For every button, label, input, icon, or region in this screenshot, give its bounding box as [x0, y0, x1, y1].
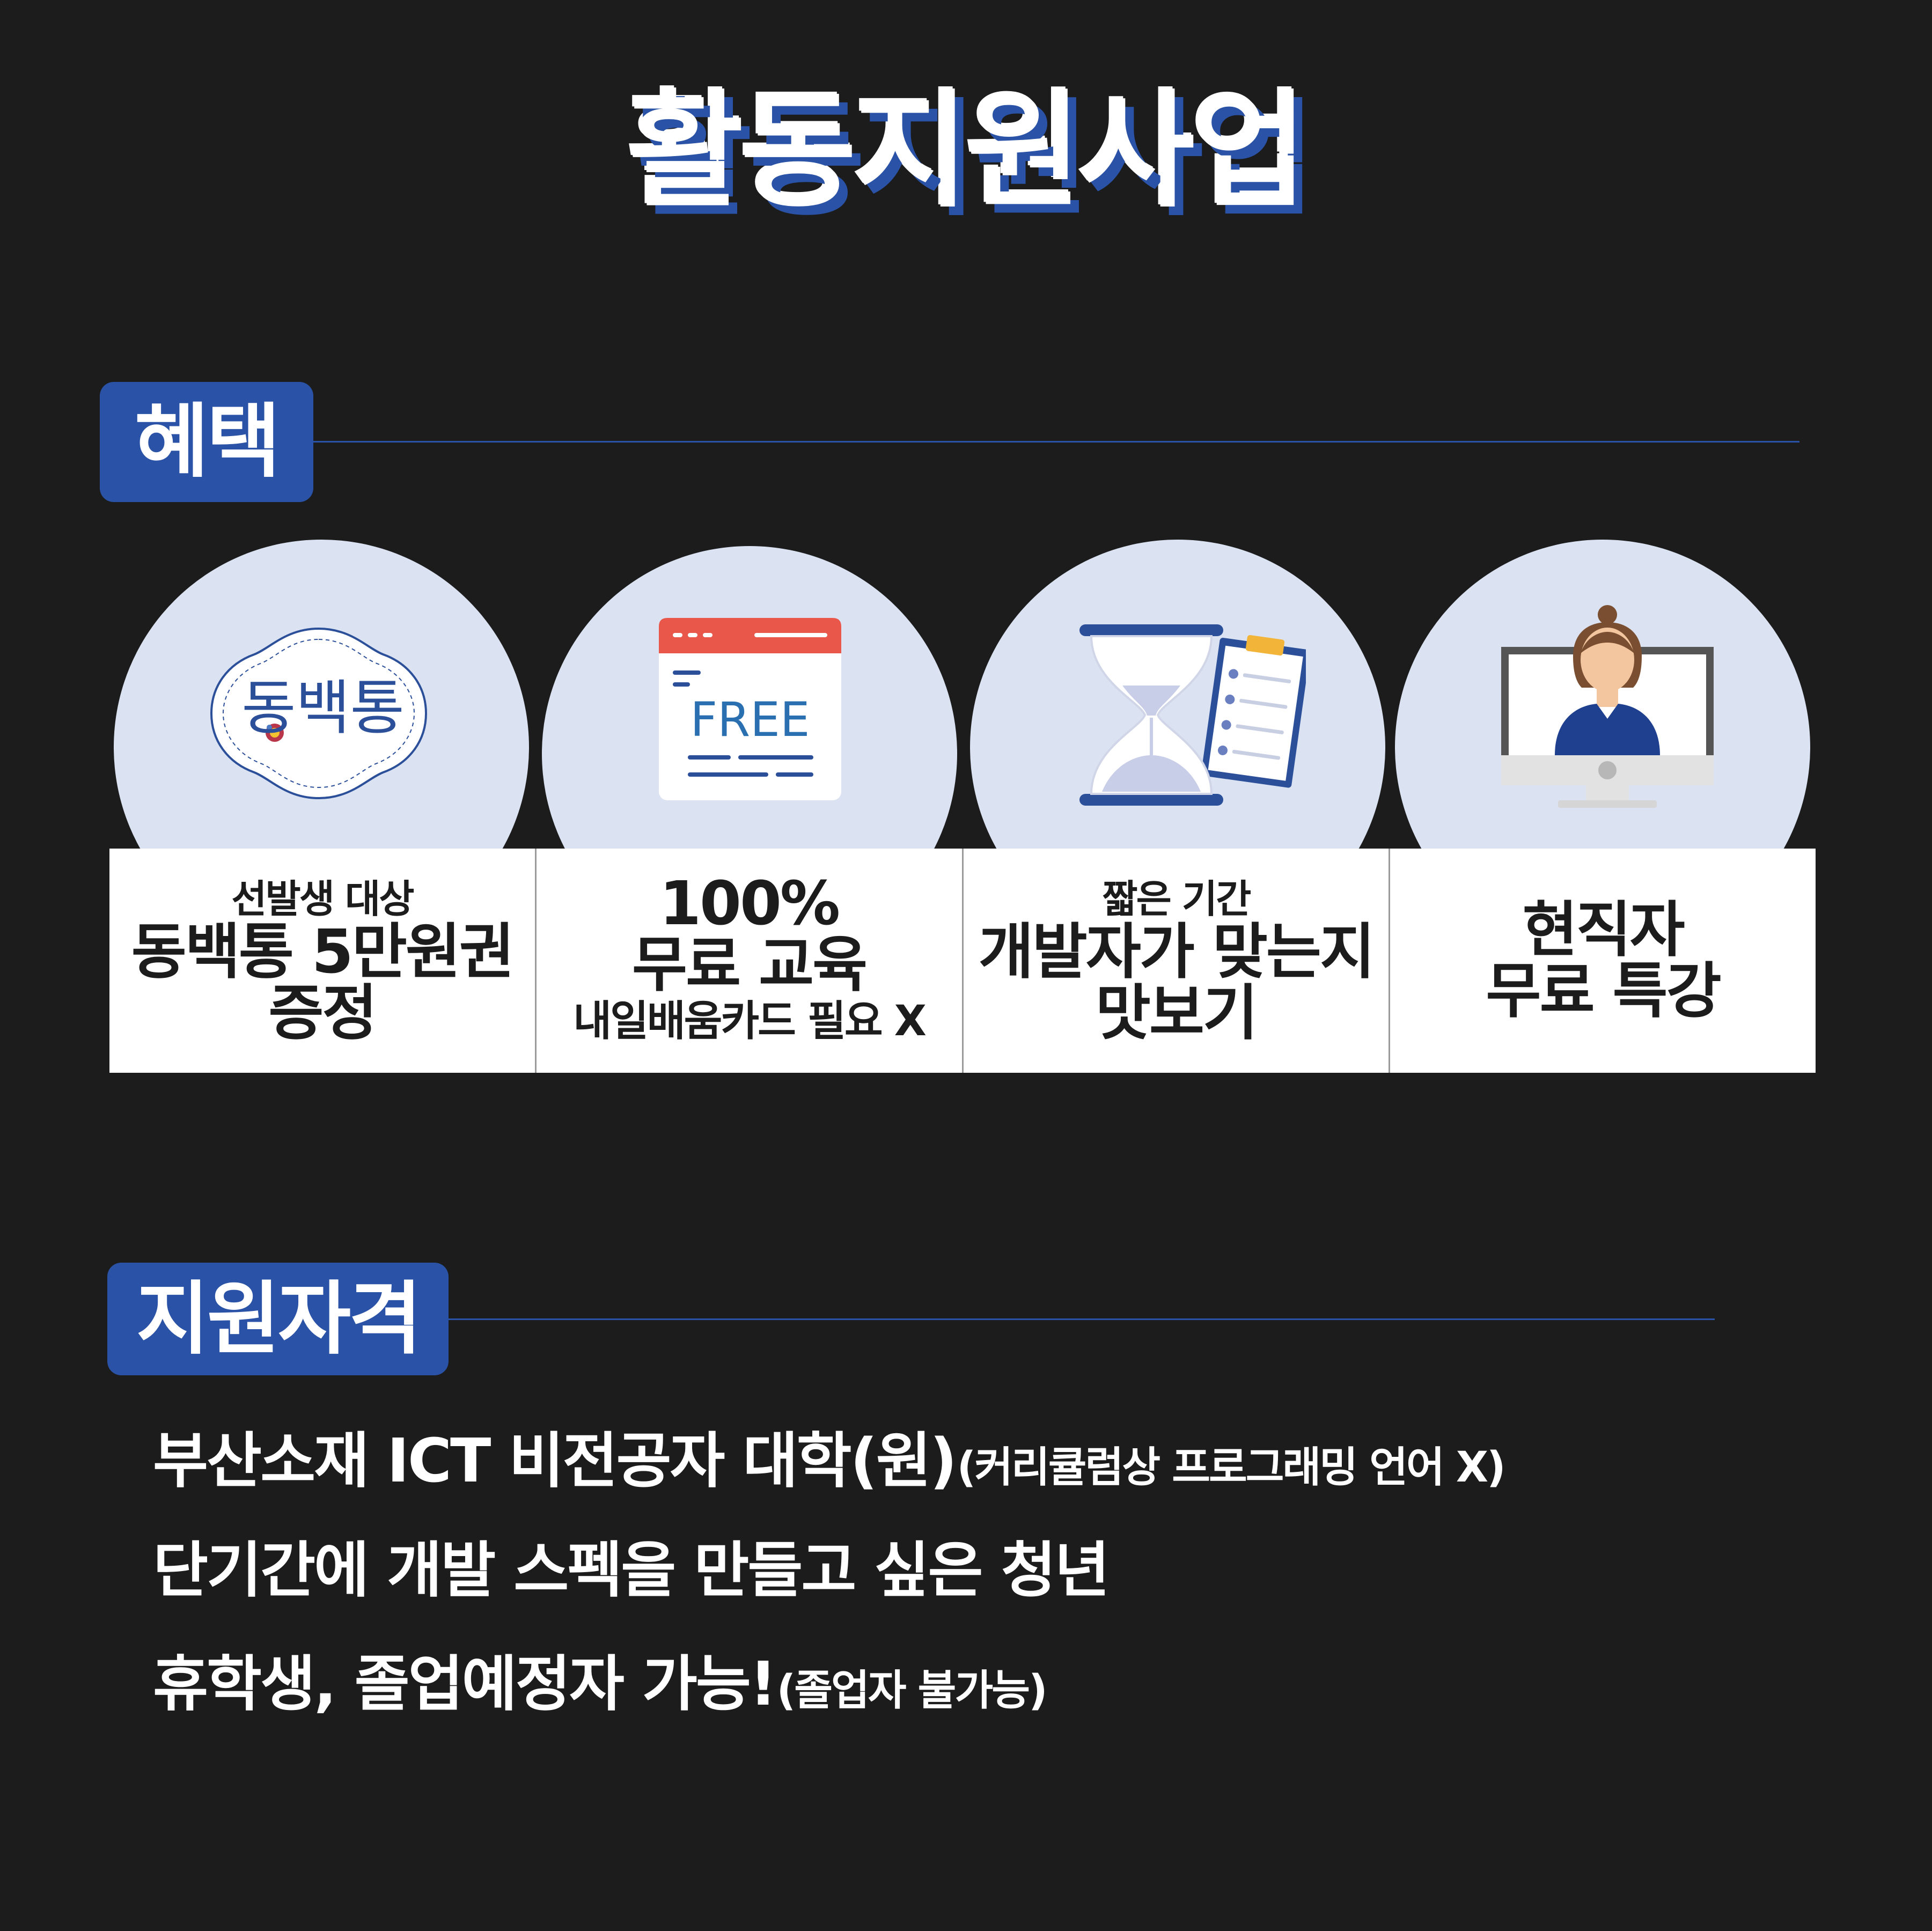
benefit-card-voucher: 선발생 대상 동백통 5만원권 증정 [109, 849, 537, 1073]
card-3-line-3: 맛보기 [1095, 978, 1258, 1049]
eligibility-item-2: 단기간에 개발 스펙을 만들고 싶은 청년 [153, 1541, 1110, 1601]
card-2-line-2: 무료 교육 [632, 930, 868, 1000]
benefit-card-free: 100% 무료 교육 내일배움카드 필요 X [537, 849, 964, 1073]
eligibility-label: 지원자격 [136, 1273, 422, 1365]
card-1-line-3: 증정 [268, 978, 377, 1049]
card-4-line-2: 무료 특강 [1486, 956, 1722, 1026]
page-title: 활동지원사업 [627, 78, 1307, 225]
dongbaekjeon-logo-icon: 동백통 [206, 622, 431, 805]
benefit-cards: 선발생 대상 동백통 5만원권 증정 100% 무료 교육 내일배움카드 필요 … [109, 849, 1816, 1073]
benefits-badge: 혜택 [100, 382, 313, 502]
eligibility-item-1-note: (커리큘럼상 프로그래밍 언어 X) [957, 1443, 1506, 1492]
benefit-card-short-term: 짧은 기간 개발자가 맞는지 맛보기 [964, 849, 1391, 1073]
card-1-line-1: 선발생 대상 [231, 876, 414, 922]
eligibility-badge: 지원자격 [107, 1263, 449, 1375]
eligibility-item-1: 부산소재 ICT 비전공자 대학(원) (커리큘럼상 프로그래밍 언어 X) [153, 1431, 1506, 1492]
logo-text: 동백통 [241, 674, 405, 742]
card-1-line-2: 동백통 5만원권 [131, 917, 515, 987]
card-4-line-1: 현직자 [1522, 895, 1685, 965]
hourglass-checklist-icon [1075, 621, 1310, 809]
free-browser-icon: FREE [658, 617, 842, 801]
benefits-label: 혜택 [134, 395, 281, 489]
card-3-line-2: 개발자가 맞는지 [978, 917, 1375, 987]
eligibility-item-3-note: (졸업자 불가능) [776, 1667, 1048, 1715]
online-lecture-monitor-icon [1499, 604, 1716, 811]
free-text: FREE [690, 692, 810, 747]
eligibility-item-3-main: 휴학생, 졸업예정자 가능! [153, 1649, 777, 1719]
benefits-divider [313, 441, 1799, 443]
card-3-line-1: 짧은 기간 [1102, 876, 1251, 922]
eligibility-item-3: 휴학생, 졸업예정자 가능! (졸업자 불가능) [153, 1654, 1048, 1715]
card-2-line-3: 내일배움카드 필요 X [573, 997, 927, 1046]
eligibility-divider [449, 1318, 1715, 1320]
eligibility-item-1-main: 부산소재 ICT 비전공자 대학(원) [153, 1426, 957, 1496]
benefit-card-lecture: 현직자 무료 특강 [1390, 849, 1816, 1073]
eligibility-item-2-main: 단기간에 개발 스펙을 만들고 싶은 청년 [153, 1536, 1110, 1605]
card-2-line-1: 100% [659, 869, 840, 939]
